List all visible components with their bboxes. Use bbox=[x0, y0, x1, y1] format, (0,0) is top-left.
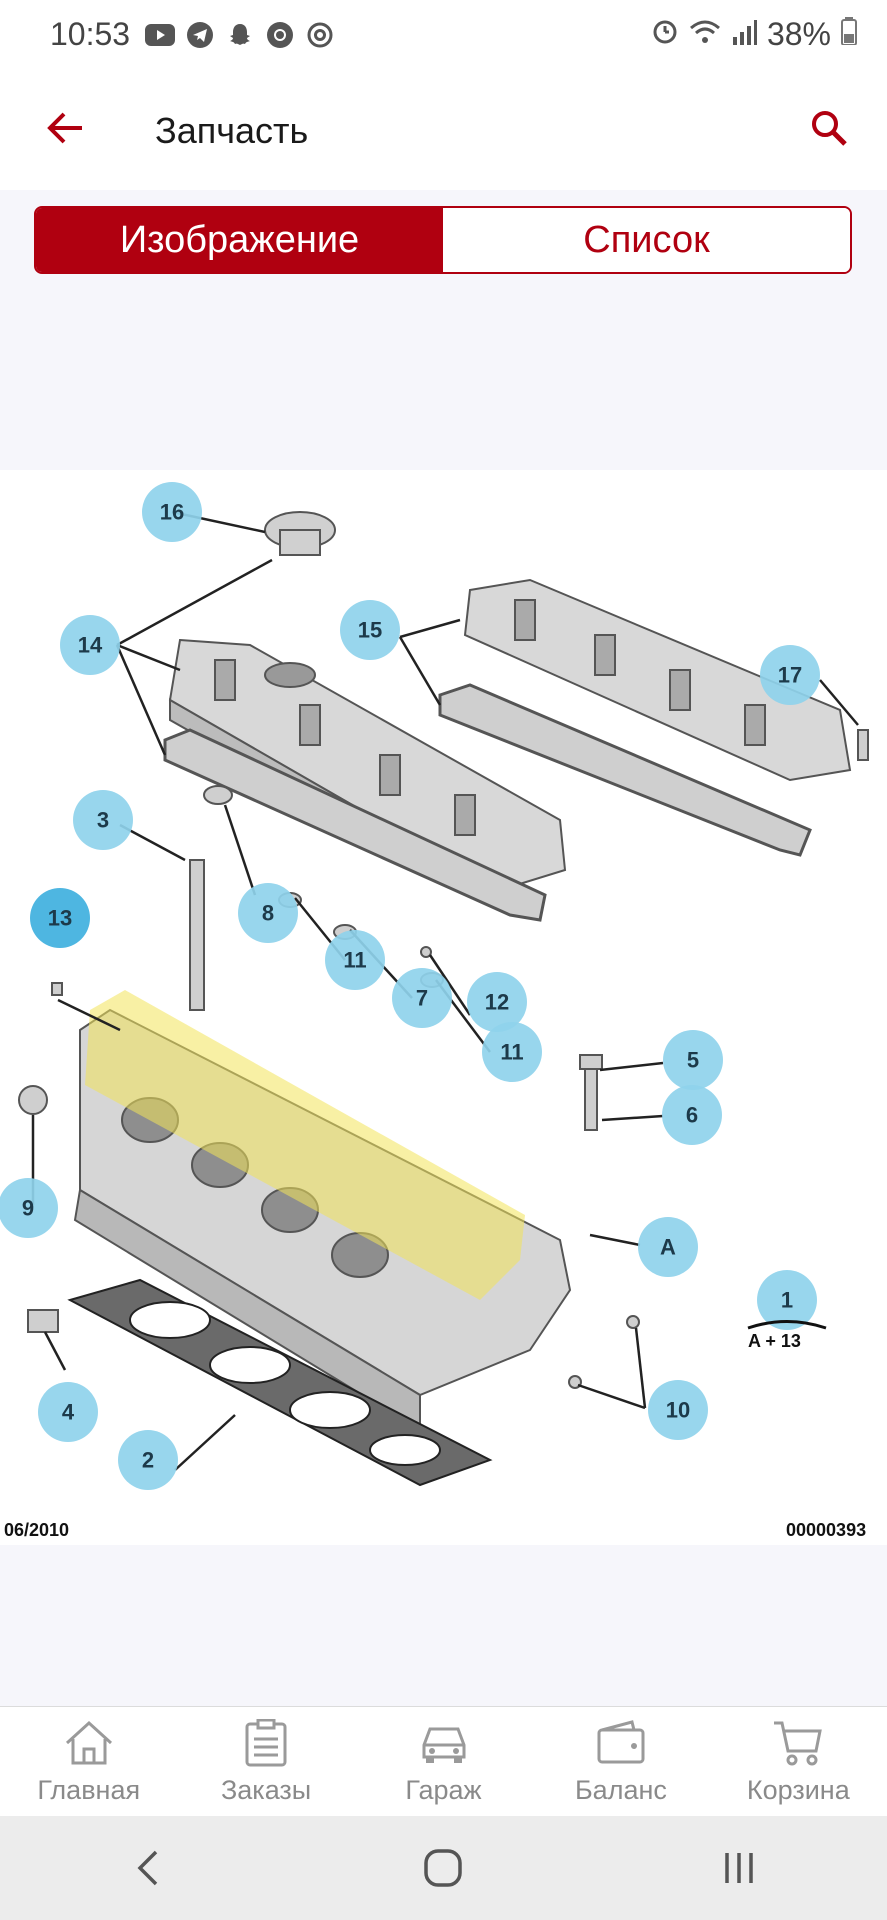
svg-text:8: 8 bbox=[262, 901, 274, 926]
svg-text:16: 16 bbox=[160, 500, 184, 525]
assembly-note: A + 13 bbox=[748, 1331, 801, 1351]
small-parts bbox=[18, 785, 640, 1389]
bottom-navigation: Главная Заказы Гараж Баланс Корзина bbox=[0, 1706, 887, 1816]
callout-16[interactable]: 16 bbox=[142, 482, 202, 542]
nav-orders-label: Заказы bbox=[220, 1775, 312, 1805]
svg-text:5: 5 bbox=[687, 1048, 699, 1073]
search-button[interactable] bbox=[801, 100, 857, 156]
callout-2[interactable]: 2 bbox=[118, 1430, 178, 1490]
nav-balance-label: Баланс bbox=[574, 1775, 667, 1805]
home-circle-icon bbox=[424, 1849, 463, 1887]
cart-icon bbox=[770, 1717, 826, 1769]
svg-text:17: 17 bbox=[778, 663, 802, 688]
nav-balance[interactable]: Баланс bbox=[532, 1707, 709, 1816]
status-bar: 10:53 38% bbox=[0, 0, 887, 70]
car-icon bbox=[416, 1717, 472, 1769]
oil-filler-cap bbox=[264, 511, 336, 556]
callout-7[interactable]: 7 bbox=[392, 968, 452, 1028]
callout-9[interactable]: 9 bbox=[0, 1178, 58, 1238]
svg-text:3: 3 bbox=[97, 808, 109, 833]
svg-text:10: 10 bbox=[666, 1398, 690, 1423]
callout-3[interactable]: 3 bbox=[73, 790, 133, 850]
callout-12[interactable]: 12 bbox=[467, 972, 527, 1032]
svg-text:2: 2 bbox=[142, 1448, 154, 1473]
callout-8[interactable]: 8 bbox=[238, 883, 298, 943]
wifi-icon bbox=[689, 16, 721, 53]
svg-text:6: 6 bbox=[686, 1103, 698, 1128]
callout-11-top[interactable]: 11 bbox=[325, 930, 385, 990]
nav-garage-label: Гараж bbox=[405, 1775, 482, 1805]
cover-gasket-left bbox=[163, 728, 547, 922]
system-back-button[interactable] bbox=[108, 1838, 188, 1898]
parts-diagram[interactable]: 16 14 15 17 3 13 8 11 7 12 11 5 6 9 A 1 … bbox=[0, 470, 887, 1545]
callout-15[interactable]: 15 bbox=[340, 600, 400, 660]
callout-6[interactable]: 6 bbox=[662, 1085, 722, 1145]
svg-text:9: 9 bbox=[22, 1196, 34, 1221]
search-icon bbox=[812, 111, 847, 146]
view-switcher: Изображение Список bbox=[34, 206, 852, 274]
svg-text:11: 11 bbox=[343, 948, 366, 973]
callout-5[interactable]: 5 bbox=[663, 1030, 723, 1090]
back-button[interactable] bbox=[36, 100, 92, 156]
callout-14[interactable]: 14 bbox=[60, 615, 120, 675]
battery-icon bbox=[841, 16, 857, 53]
system-navigation bbox=[0, 1816, 887, 1920]
signal-icon bbox=[731, 16, 757, 53]
home-icon bbox=[61, 1717, 117, 1769]
orders-icon bbox=[238, 1717, 294, 1769]
svg-text:15: 15 bbox=[358, 618, 382, 643]
app-bar: Запчасть bbox=[0, 70, 887, 190]
callout-13[interactable]: 13 bbox=[30, 888, 90, 948]
svg-text:13: 13 bbox=[48, 906, 72, 931]
callout-4[interactable]: 4 bbox=[38, 1382, 98, 1442]
svg-text:1: 1 bbox=[781, 1288, 793, 1313]
nav-orders[interactable]: Заказы bbox=[177, 1707, 354, 1816]
svg-text:4: 4 bbox=[62, 1400, 75, 1425]
system-status: 38% bbox=[651, 16, 857, 53]
telegram-icon bbox=[185, 20, 215, 50]
nav-garage[interactable]: Гараж bbox=[355, 1707, 532, 1816]
diagram-code: 00000393 bbox=[786, 1520, 866, 1540]
system-recents-button[interactable] bbox=[699, 1838, 779, 1898]
status-time: 10:53 bbox=[50, 16, 131, 52]
snapchat-icon bbox=[225, 20, 255, 50]
nav-cart-label: Корзина bbox=[746, 1775, 850, 1805]
svg-text:14: 14 bbox=[78, 633, 103, 658]
recents-icon bbox=[725, 1853, 753, 1883]
chrome-icon bbox=[265, 20, 295, 50]
tab-image[interactable]: Изображение bbox=[36, 208, 443, 272]
nav-home-label: Главная bbox=[37, 1775, 141, 1805]
svg-text:12: 12 bbox=[485, 990, 509, 1015]
callout-A[interactable]: A bbox=[638, 1217, 698, 1277]
battery-percent: 38% bbox=[766, 16, 831, 52]
cover-gasket-right bbox=[438, 683, 812, 857]
wallet-icon bbox=[593, 1717, 649, 1769]
svg-text:11: 11 bbox=[500, 1040, 523, 1065]
alarm-icon bbox=[651, 16, 679, 53]
bolts bbox=[189, 729, 869, 1131]
system-home-button[interactable] bbox=[403, 1838, 483, 1898]
at-icon bbox=[305, 20, 335, 50]
callout-markers: 16 14 15 17 3 13 8 11 7 12 11 5 6 9 A 1 … bbox=[0, 482, 820, 1490]
svg-text:7: 7 bbox=[416, 986, 428, 1011]
nav-cart[interactable]: Корзина bbox=[710, 1707, 887, 1816]
callout-11-bottom[interactable]: 11 bbox=[482, 1022, 542, 1082]
arrow-back-icon bbox=[47, 112, 82, 144]
diagram-date: 06/2010 bbox=[4, 1520, 69, 1540]
valve-cover-right bbox=[463, 578, 852, 782]
nav-home[interactable]: Главная bbox=[0, 1707, 177, 1816]
page-title: Запчасть bbox=[155, 110, 309, 151]
callout-10[interactable]: 10 bbox=[648, 1380, 708, 1440]
highlighted-part-13[interactable] bbox=[85, 990, 525, 1300]
note-bracket bbox=[747, 1320, 827, 1330]
youtube-icon bbox=[145, 20, 175, 50]
callout-1[interactable]: 1 bbox=[757, 1270, 817, 1330]
exploded-view-drawing: 16 14 15 17 3 13 8 11 7 12 11 5 6 9 A 1 … bbox=[0, 482, 869, 1540]
chevron-left-icon bbox=[137, 1850, 158, 1886]
notification-icons bbox=[145, 20, 335, 50]
head-gasket bbox=[67, 1278, 493, 1487]
svg-text:A: A bbox=[660, 1235, 676, 1260]
callout-17[interactable]: 17 bbox=[760, 645, 820, 705]
tab-list[interactable]: Список bbox=[443, 208, 850, 272]
